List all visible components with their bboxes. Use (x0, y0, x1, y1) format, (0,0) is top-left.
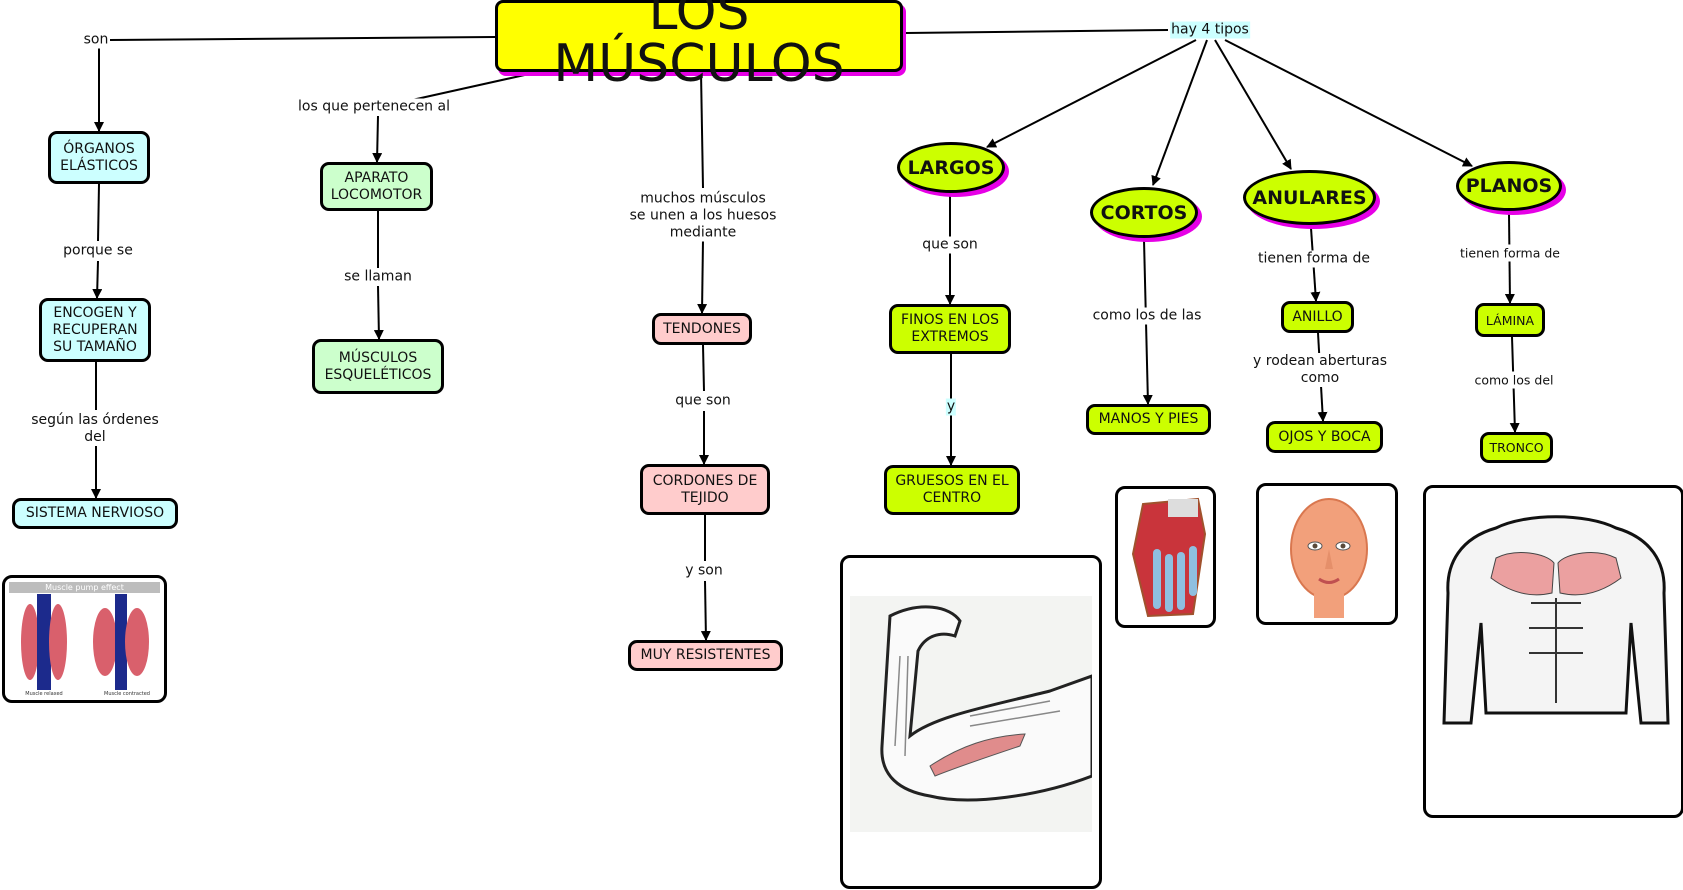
link-line (372, 115, 383, 163)
link-line (905, 29, 1169, 34)
muscle-pump-illustration (21, 594, 149, 690)
arm-biceps-image[interactable] (840, 555, 1102, 889)
muscle-pump-image[interactable]: Muscle pump effect Muscle relaxed Muscle… (2, 575, 167, 703)
link-line (1224, 39, 1473, 167)
node-tronco[interactable]: TRONCO (1480, 432, 1553, 463)
link-line (373, 285, 384, 340)
face-muscles-image[interactable] (1256, 483, 1398, 625)
node-aparato-locomotor[interactable]: APARATO LOCOMOTOR (320, 162, 433, 211)
node-muy-resistentes[interactable]: MUY RESISTENTES (628, 640, 783, 671)
link-label-como-los-del: como los del (1473, 371, 1555, 389)
link-line (702, 344, 705, 392)
node-sistema-nervioso[interactable]: SISTEMA NERVIOSO (12, 498, 178, 529)
link-label-muchos-musculos: muchos músculos se unen a los huesos med… (628, 190, 778, 242)
link-line (92, 260, 103, 299)
link-label-como-los-de-las: como los de las (1091, 307, 1203, 325)
node-cortos[interactable]: CORTOS (1090, 187, 1198, 238)
link-line (697, 239, 708, 314)
link-label-segun: según las órdenes del (30, 412, 160, 446)
torso-muscles-image[interactable] (1423, 485, 1683, 818)
face-muscles-illustration (1290, 498, 1368, 618)
link-label-que-son-largos: que son (921, 236, 979, 254)
link-label-son: son (82, 31, 110, 49)
node-anulares[interactable]: ANULARES (1243, 170, 1376, 225)
link-line (700, 71, 704, 189)
link-label-tienen-forma-de-planos: tienen forma de (1459, 244, 1561, 262)
link-line (986, 39, 1197, 148)
link-label-y: y (945, 398, 957, 416)
torso-muscles-illustration (1442, 515, 1670, 725)
link-label-tienen-forma-de-anulares: tienen forma de (1257, 250, 1371, 268)
hand-muscles-image[interactable] (1115, 486, 1216, 628)
link-line (109, 36, 496, 41)
arm-biceps-illustration (880, 605, 1092, 802)
link-label-y-son: y son (684, 562, 724, 580)
node-tendones[interactable]: TENDONES (652, 313, 752, 345)
link-label-que-son: que son (674, 392, 732, 410)
node-encogen[interactable]: ENCOGEN Y RECUPERAN SU TAMAÑO (39, 298, 151, 362)
link-line (411, 71, 539, 101)
node-finos-en-los-extremos[interactable]: FINOS EN LOS EXTREMOS (889, 304, 1011, 354)
node-largos[interactable]: LARGOS (897, 142, 1005, 193)
node-organos-elasticos[interactable]: ÓRGANOS ELÁSTICOS (48, 131, 150, 184)
link-line (97, 183, 100, 242)
node-lamina[interactable]: LÁMINA (1475, 303, 1545, 337)
link-line (700, 580, 711, 641)
hand-muscles-illustration (1131, 497, 1207, 618)
caption-contracted: Muscle contracted (104, 691, 150, 697)
caption-relaxed: Muscle relaxed (25, 691, 63, 697)
node-ojos-y-boca[interactable]: OJOS Y BOCA (1266, 421, 1383, 453)
node-anillo[interactable]: ANILLO (1281, 301, 1354, 333)
link-line (1151, 39, 1208, 186)
main-concept-title[interactable]: LOS MÚSCULOS (495, 0, 903, 90)
node-gruesos-en-el-centro[interactable]: GRUESOS EN EL CENTRO (884, 465, 1020, 515)
node-cordones-de-tejido[interactable]: CORDONES DE TEJIDO (640, 464, 770, 515)
muscle-pump-title: Muscle pump effect (9, 582, 160, 593)
link-line (1214, 39, 1292, 170)
link-label-porque-se: porque se (62, 242, 134, 260)
node-manos-y-pies[interactable]: MANOS Y PIES (1086, 404, 1211, 435)
link-label-hay-4-tipos: hay 4 tipos (1170, 21, 1250, 39)
link-label-se-llaman: se llaman (343, 268, 413, 286)
node-musculos-esqueleticos[interactable]: MÚSCULOS ESQUELÉTICOS (312, 339, 444, 394)
link-label-pertenecen: los que pertenecen al (297, 98, 451, 116)
link-label-rodean-aberturas: y rodean aberturas como (1252, 353, 1388, 387)
node-planos[interactable]: PLANOS (1456, 161, 1562, 211)
